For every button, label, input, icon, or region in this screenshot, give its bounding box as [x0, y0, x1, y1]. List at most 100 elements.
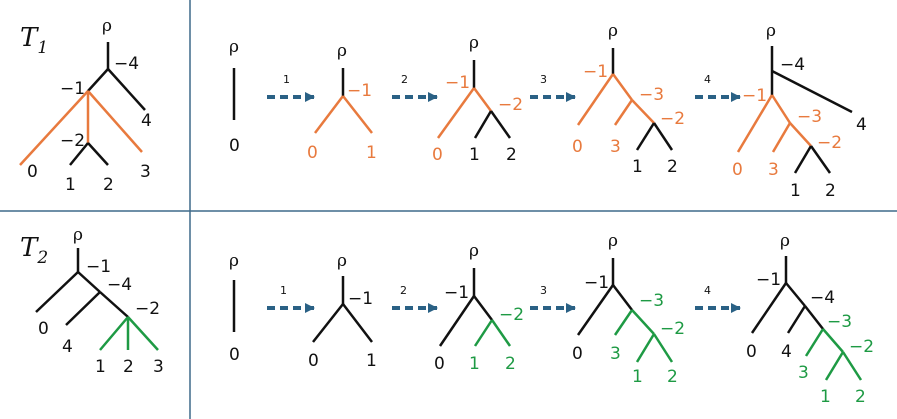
tree-edge: [576, 284, 615, 336]
tree-edge: [438, 295, 476, 347]
tree-node-label: 3: [798, 363, 809, 383]
tree-node-label: 3: [768, 160, 779, 180]
tree-label-t2: T2: [20, 233, 48, 268]
dashed-right-arrow-icon: 4: [695, 284, 741, 313]
node-label: −4: [114, 54, 139, 74]
tree-edge: [65, 291, 101, 326]
tree-node-label: −2: [660, 109, 685, 129]
tree-node-label: 1: [469, 145, 480, 165]
svg-text:2: 2: [123, 357, 134, 377]
leaf-label: 3: [140, 162, 151, 182]
step-label: 3: [540, 73, 547, 86]
tree-node-label: ρ: [337, 41, 347, 61]
tree-node-label: 3: [610, 344, 621, 364]
tree-node-label: −3: [827, 312, 852, 332]
tree-node-label: 1: [366, 143, 377, 163]
step-label: 3: [540, 284, 547, 297]
svg-text:ρ: ρ: [73, 225, 83, 245]
tree-node-label: 1: [632, 157, 643, 177]
tree-edge: [436, 87, 476, 139]
tree-edge: [824, 351, 845, 381]
tree-edge: [87, 68, 109, 92]
tree-node-label: 0: [572, 137, 583, 157]
tree-node-label: ρ: [766, 21, 776, 41]
tree-node-label: −1: [583, 62, 608, 82]
tree-edge: [652, 122, 674, 151]
tree-node-label: 0: [308, 351, 319, 371]
tree-edge: [472, 87, 493, 112]
tree-node-label: 0: [572, 344, 583, 364]
tree-edge: [612, 284, 633, 311]
step-label: 1: [283, 73, 290, 86]
tree-node-label: ρ: [337, 251, 347, 271]
tree-edge: [314, 95, 344, 134]
tree-edge: [127, 316, 159, 351]
step-tree-t2-3: ρ −1 −3 −2 0 3 1 2: [572, 231, 685, 387]
tree-node-label: ρ: [608, 21, 618, 41]
tree-node-label: ρ: [229, 37, 239, 57]
tree-edge: [652, 333, 674, 363]
tree-edge: [771, 122, 792, 153]
tree-node-label: 0: [732, 160, 743, 180]
tree-node-label: −2: [499, 305, 524, 325]
step-label: 2: [400, 284, 407, 297]
tree-edge: [87, 90, 143, 153]
dashed-right-arrow-icon: 2: [392, 73, 438, 102]
leaf-label: 1: [65, 175, 76, 195]
tree-edge: [789, 122, 812, 147]
leaf-label: 0: [27, 162, 38, 182]
tree-edge: [613, 309, 634, 336]
tree-node-label: ρ: [469, 33, 479, 53]
step-tree-t1-1: ρ −1 0 1: [307, 41, 377, 163]
tree-edge: [771, 69, 853, 114]
tree-node-label: 1: [790, 181, 801, 201]
step-label: 4: [704, 73, 711, 86]
tree-edge: [770, 94, 792, 124]
tree-edge: [804, 328, 825, 357]
tree-edge: [635, 333, 656, 363]
tree-edge: [69, 142, 89, 166]
tree-edge: [19, 90, 89, 166]
tree-node-label: 0: [434, 354, 445, 374]
tree-node-label: 1: [366, 351, 377, 371]
tree-node-label: 2: [667, 157, 678, 177]
tree-node-label: ρ: [229, 251, 239, 271]
dashed-right-arrow-icon: 1: [267, 284, 315, 313]
tree-node-label: 0: [432, 145, 443, 165]
tree-node-label: ρ: [780, 231, 790, 251]
dashed-right-arrow-icon: 3: [530, 73, 576, 102]
tree-node-label: 3: [610, 137, 621, 157]
svg-text:0: 0: [38, 319, 49, 339]
tree-node-label: −2: [660, 319, 685, 339]
tree-node-label: 0: [229, 345, 240, 365]
node-label: −2: [60, 131, 85, 151]
tree-label-t1: T1: [20, 23, 48, 58]
dashed-right-arrow-icon: 1: [267, 73, 315, 102]
step-label: 4: [704, 284, 711, 297]
tree-edge: [489, 110, 512, 139]
tree-node-label: 2: [505, 354, 516, 374]
tree-node-label: 2: [667, 367, 678, 387]
tree-edge: [473, 319, 494, 347]
tree-node-label: −1: [348, 289, 373, 309]
step-tree-t2-0: ρ 0: [229, 251, 240, 365]
tree-node-label: −1: [444, 283, 469, 303]
tree-edge: [635, 122, 656, 151]
tree-node-label: 1: [820, 387, 831, 407]
tree-node-label: 0: [307, 143, 318, 163]
tree-edge: [99, 291, 129, 318]
tree-node-label: −1: [742, 86, 767, 106]
step-tree-t2-4: ρ −1 −4 −3 −2 0 4 3 1 2: [746, 231, 874, 407]
tree-edge: [613, 99, 634, 126]
root-label: ρ: [102, 16, 112, 36]
tree-edge: [841, 351, 863, 381]
tree-node-label: 4: [856, 115, 867, 135]
tree-edge: [786, 305, 807, 334]
svg-text:−2: −2: [135, 299, 160, 319]
tree-node-label: 2: [825, 181, 836, 201]
svg-text:3: 3: [153, 357, 164, 377]
tree-edge: [631, 99, 655, 124]
tree-node-label: −4: [810, 288, 835, 308]
step-tree-t2-2: ρ −1 −2 0 1 2: [434, 241, 524, 374]
tree-edge: [35, 271, 79, 313]
